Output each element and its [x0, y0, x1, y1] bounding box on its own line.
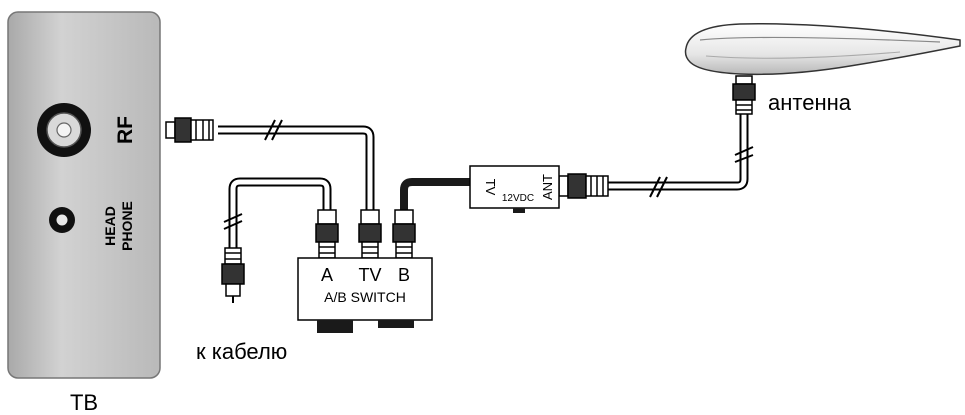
switch-port-b-label: B: [398, 265, 410, 285]
switch-title: A/B SWITCH: [324, 289, 406, 305]
antenna-dome-icon: [684, 23, 961, 76]
switch-connector-a: [315, 209, 339, 259]
headphone-label-line1: HEAD: [102, 206, 118, 246]
cable-break-marks: [223, 119, 754, 230]
ab-switch-foot-right: [378, 320, 414, 328]
injector-ant-connector: [558, 173, 609, 199]
cable-tv-lead: [228, 177, 332, 248]
injector-tv-label: TV: [483, 179, 498, 196]
to-cable-label: к кабелю: [196, 339, 287, 364]
antenna-connector: [732, 75, 756, 115]
tv-set: RF HEAD PHONE: [7, 11, 161, 379]
ab-switch-body: [297, 257, 433, 321]
power-injector: TV 12VDC ANT: [469, 165, 560, 213]
injector-voltage-label: 12VDC: [502, 193, 534, 204]
power-injector-jack: [513, 208, 525, 213]
antenna-label: антенна: [768, 90, 852, 115]
ab-switch: A TV B A/B SWITCH: [297, 257, 433, 333]
switch-port-tv-label: TV: [358, 265, 381, 285]
tv-rf-connector: [165, 117, 214, 143]
switch-port-a-label: A: [321, 265, 333, 285]
antenna-unit: [684, 23, 961, 76]
switch-connector-b: [392, 209, 416, 259]
rf-cable: [218, 125, 375, 210]
switch-connector-tv: [358, 209, 382, 259]
antenna-cable: [608, 112, 749, 191]
rf-jack-icon: [37, 103, 91, 157]
headphone-jack-icon: [49, 207, 75, 233]
rf-label: RF: [114, 116, 137, 144]
dc-feed-cable: [400, 178, 470, 210]
ab-switch-foot-left: [317, 320, 353, 333]
tv-body: [7, 11, 161, 379]
headphone-label-line2: PHONE: [119, 201, 135, 251]
tv-caption: ТВ: [70, 390, 98, 415]
cable-tv-connector: [221, 247, 245, 303]
injector-ant-label: ANT: [540, 174, 555, 200]
